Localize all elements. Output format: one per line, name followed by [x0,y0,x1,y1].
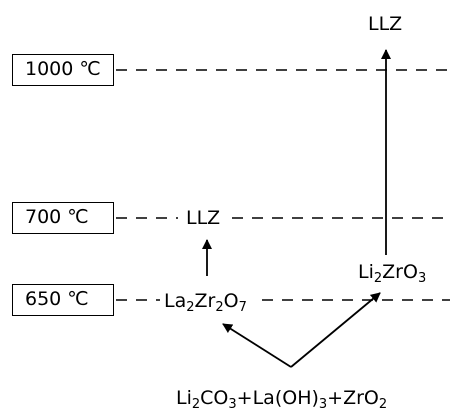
species-llz-mid: LLZ [186,207,221,229]
species-llz-top: LLZ [368,13,403,35]
arrow-precursors-to-li2zro3 [290,292,381,368]
temperature-box-700: 700 ℃ [12,202,114,234]
species-li2zro3: Li2ZrO3 [358,261,427,286]
species-la2zr2o7: La2Zr2O7 [164,290,247,315]
temperature-box-650: 650 ℃ [12,284,114,316]
arrow-precursors-to-la2zr2o7 [222,323,292,368]
temperature-box-1000: 1000 ℃ [12,54,114,86]
species-precursors: Li2CO3+La(OH)3+ZrO2 [176,387,388,412]
